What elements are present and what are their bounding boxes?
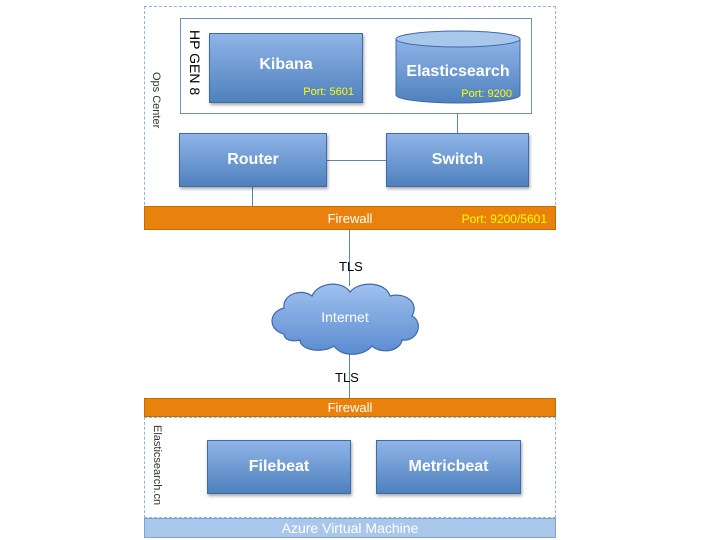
kibana-label: Kibana bbox=[259, 56, 313, 73]
router-switch-link bbox=[327, 160, 386, 161]
azure-vm-label: Azure Virtual Machine bbox=[281, 520, 419, 536]
metricbeat-label: Metricbeat bbox=[408, 458, 489, 475]
router-label: Router bbox=[227, 151, 279, 168]
filebeat-label: Filebeat bbox=[248, 458, 310, 475]
azure-vm-bar: Azure Virtual Machine bbox=[144, 518, 556, 538]
cloud-site-region bbox=[144, 417, 556, 518]
elasticsearch-label: Elasticsearch bbox=[406, 63, 510, 80]
server-switch-link bbox=[457, 114, 458, 134]
kibana-node[interactable]: Kibana Port: 5601 bbox=[209, 33, 363, 103]
filebeat-node[interactable]: Filebeat bbox=[207, 440, 351, 494]
switch-label: Switch bbox=[431, 151, 484, 168]
internet-firewall-link bbox=[349, 350, 350, 398]
cloud-site-label: Elasticsearch.cn bbox=[151, 425, 163, 506]
firewall-bottom[interactable]: Firewall bbox=[144, 398, 556, 417]
switch-node[interactable]: Switch bbox=[386, 133, 529, 187]
firewall-top-label: Firewall bbox=[327, 210, 373, 226]
elasticsearch-node[interactable]: Elasticsearch Port: 9200 bbox=[396, 50, 520, 100]
router-node[interactable]: Router bbox=[179, 133, 327, 187]
server-box bbox=[180, 18, 532, 114]
firewall-top-port: Port: 9200/5601 bbox=[461, 212, 547, 226]
elasticsearch-port: Port: 9200 bbox=[461, 88, 512, 100]
kibana-port: Port: 5601 bbox=[303, 86, 354, 98]
router-firewall-link bbox=[252, 187, 253, 206]
metricbeat-node[interactable]: Metricbeat bbox=[376, 440, 521, 494]
firewall-internet-link bbox=[349, 230, 350, 286]
internet-label: Internet bbox=[321, 309, 369, 325]
firewall-top[interactable]: Firewall Port: 9200/5601 bbox=[144, 206, 556, 230]
tls-bottom-label: TLS bbox=[335, 370, 359, 385]
tls-top-label: TLS bbox=[339, 259, 363, 274]
firewall-bottom-label: Firewall bbox=[327, 400, 373, 415]
